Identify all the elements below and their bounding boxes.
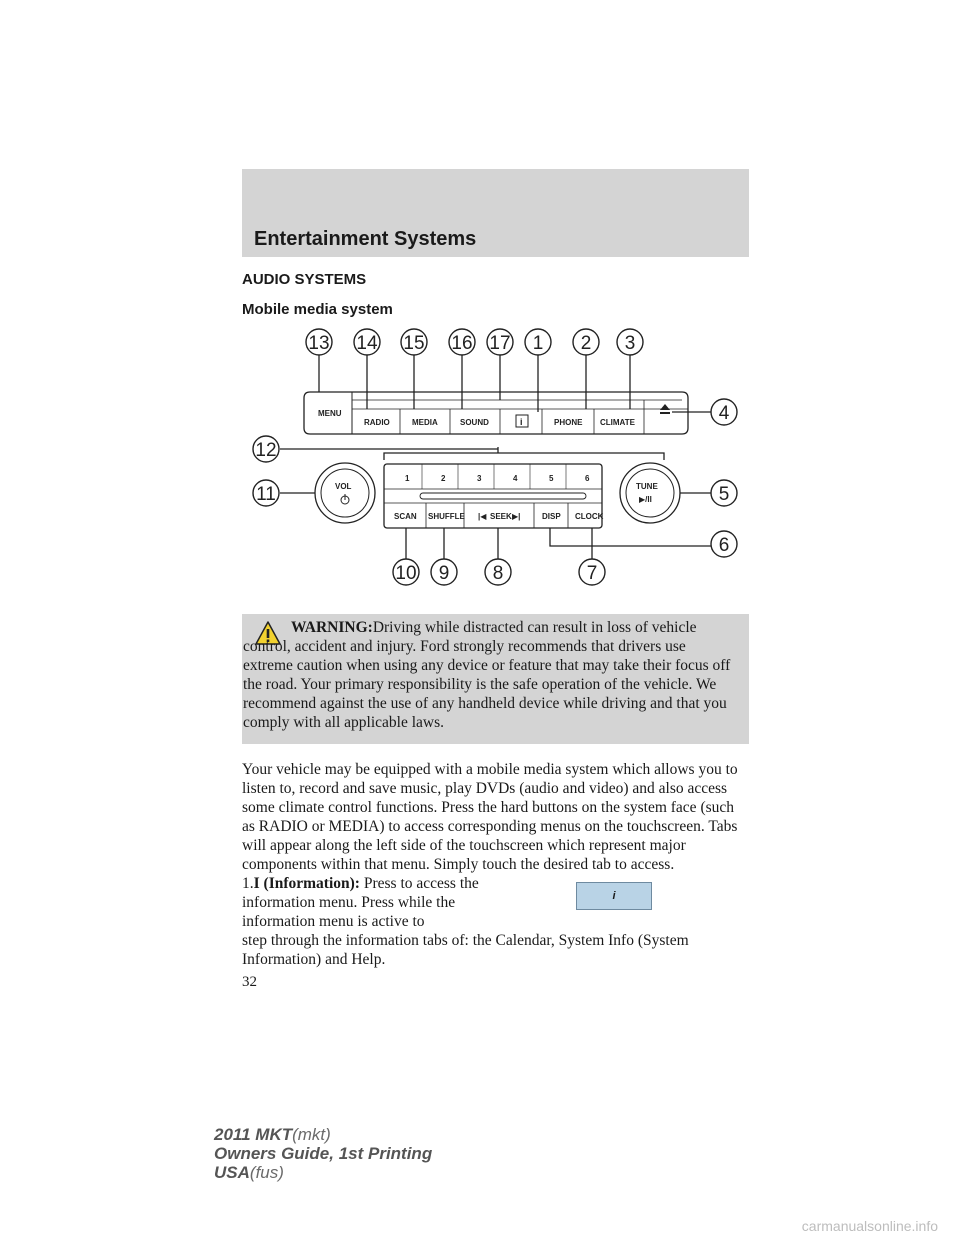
preset-6: 6 <box>585 474 590 483</box>
callout-7: 7 <box>587 563 598 584</box>
item-number: 1. <box>242 875 254 892</box>
warning-label: WARNING: <box>291 619 373 636</box>
footer-model-code: (mkt) <box>292 1125 331 1144</box>
tune-knob <box>619 462 681 524</box>
list-item-1: 1.I (Information): Press to access the i… <box>242 874 749 969</box>
callout-12: 12 <box>255 440 276 461</box>
menu-button: MENU <box>318 409 342 418</box>
page-number: 32 <box>242 974 257 990</box>
media-button: MEDIA <box>412 418 438 427</box>
eject-icon <box>660 404 670 410</box>
svg-text:i: i <box>520 417 523 427</box>
climate-button: CLIMATE <box>600 418 636 427</box>
vol-knob <box>314 462 376 524</box>
page-header-title: Entertainment Systems <box>254 228 477 250</box>
item-text-first: Press to access the information menu. Pr… <box>242 875 479 930</box>
item-text-rest: step through the information tabs of: th… <box>242 932 689 968</box>
footer-region-code: (fus) <box>249 1163 284 1182</box>
vol-label: VOL <box>335 482 352 491</box>
media-system-diagram: MENU RADIO MEDIA SOUND i PHONE CLIMATE 1… <box>242 328 749 598</box>
preset-panel <box>383 463 603 529</box>
preset-3: 3 <box>477 474 482 483</box>
preset-1: 1 <box>405 474 410 483</box>
footer: 2011 MKT(mkt) Owners Guide, 1st Printing… <box>214 1125 432 1182</box>
warning-text: WARNING:Driving while distracted can res… <box>243 618 737 732</box>
callout-14: 14 <box>356 333 378 354</box>
scan-button: SCAN <box>394 512 417 521</box>
disc-slot <box>419 492 587 500</box>
play-pause-icon: ▶/II <box>639 495 652 504</box>
tune-label: TUNE <box>636 482 658 491</box>
callout-1: 1 <box>533 333 544 354</box>
callout-3: 3 <box>625 333 636 354</box>
footer-model: 2011 MKT <box>214 1125 293 1144</box>
section-title: AUDIO SYSTEMS <box>242 271 367 288</box>
callout-5: 5 <box>719 484 730 505</box>
warning-box: WARNING:Driving while distracted can res… <box>242 614 749 744</box>
seek-button: SEEK <box>490 512 512 521</box>
body-paragraph: Your vehicle may be equipped with a mobi… <box>242 761 738 873</box>
watermark: carmanualsonline.info <box>801 1218 938 1234</box>
callout-6: 6 <box>719 535 730 556</box>
clock-button: CLOCK <box>575 512 604 521</box>
footer-guide: Owners Guide, 1st Printing <box>214 1144 433 1163</box>
item-term: I (Information): <box>253 875 360 892</box>
callout-17: 17 <box>489 333 510 354</box>
seek-next-icon: ▶| <box>512 512 520 521</box>
preset-2: 2 <box>441 474 446 483</box>
info-button-illustration: i <box>576 882 652 910</box>
seek-prev-icon: |◀ <box>478 512 487 521</box>
sound-button: SOUND <box>460 418 489 427</box>
callout-11: 11 <box>256 484 276 505</box>
shuffle-button: SHUFFLE <box>428 512 466 521</box>
callout-2: 2 <box>581 333 592 354</box>
section-header-band: Entertainment Systems <box>242 169 749 257</box>
callout-15: 15 <box>403 333 424 354</box>
callout-16: 16 <box>451 333 472 354</box>
radio-button: RADIO <box>364 418 390 427</box>
callout-8: 8 <box>493 563 504 584</box>
warning-body: Driving while distracted can result in l… <box>243 619 731 731</box>
faceplate-outline <box>303 391 689 435</box>
warning-triangle-icon <box>255 621 281 645</box>
diagram-svg: MENU RADIO MEDIA SOUND i PHONE CLIMATE 1… <box>252 328 738 586</box>
info-button-icon <box>515 414 529 428</box>
callout-4: 4 <box>719 403 730 424</box>
callout-10: 10 <box>395 563 416 584</box>
footer-region: USA <box>214 1163 250 1182</box>
disp-button: DISP <box>542 512 561 521</box>
preset-5: 5 <box>549 474 554 483</box>
subsection-title: Mobile media system <box>242 301 393 318</box>
preset-4: 4 <box>513 474 518 483</box>
callout-13: 13 <box>308 333 329 354</box>
phone-button: PHONE <box>554 418 583 427</box>
callout-9: 9 <box>439 563 450 584</box>
